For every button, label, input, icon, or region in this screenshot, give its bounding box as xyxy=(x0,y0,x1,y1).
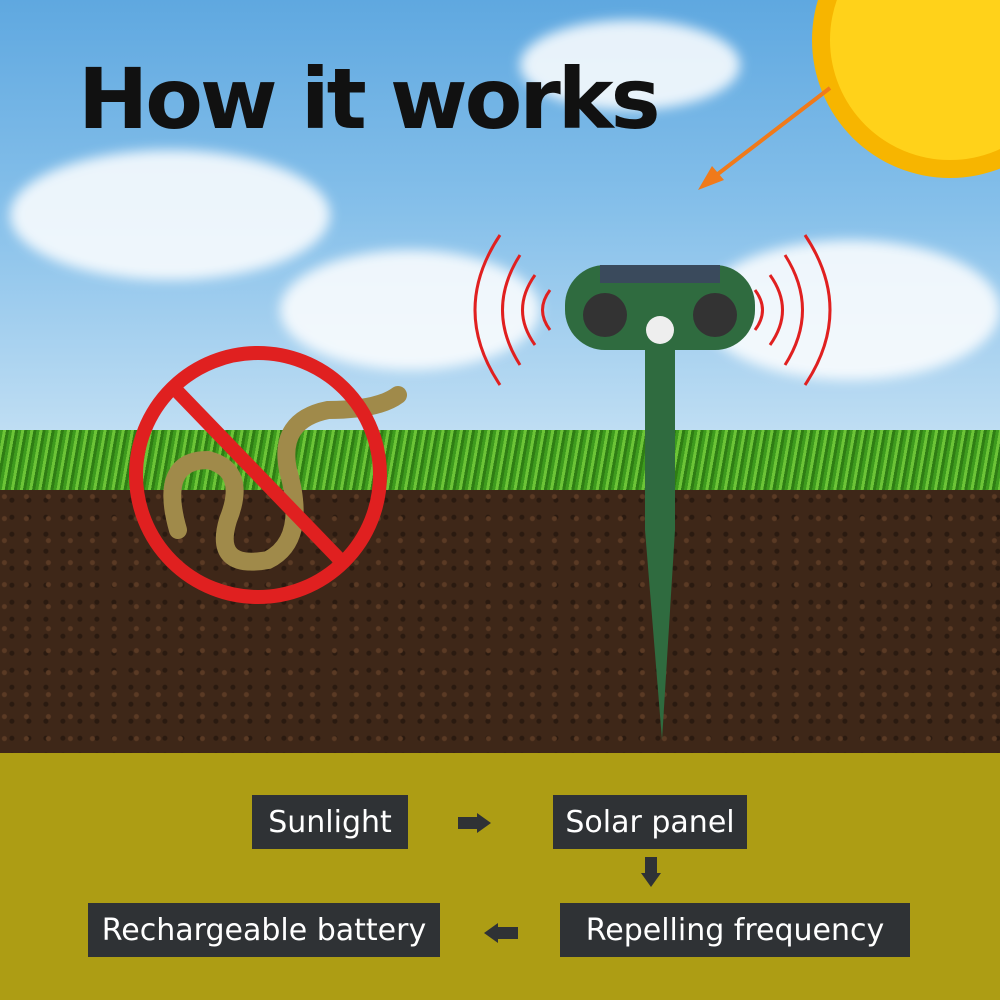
flow-step-solar-panel: Solar panel xyxy=(553,795,747,849)
cloud xyxy=(520,20,740,110)
flow-step-sunlight: Sunlight xyxy=(252,795,408,849)
no-snake-icon xyxy=(129,346,407,604)
cloud xyxy=(10,150,330,280)
soil xyxy=(0,490,1000,753)
flow-step-repelling-frequency: Repelling frequency xyxy=(560,903,910,957)
cloud xyxy=(280,250,540,370)
arrow-down-icon xyxy=(641,873,661,887)
arrow-left-icon xyxy=(498,927,518,939)
arrow-down-icon xyxy=(645,857,657,873)
flow-step-rechargeable-battery: Rechargeable battery xyxy=(88,903,440,957)
page-title: How it works xyxy=(78,50,661,148)
sun-ray-arrow-icon xyxy=(698,86,832,190)
arrow-left-icon xyxy=(484,923,498,943)
repeller-device xyxy=(473,234,832,740)
arrow-right-icon xyxy=(458,817,478,829)
sound-wave-icon xyxy=(473,234,832,386)
flow-panel: Sunlight Solar panel Repelling frequency… xyxy=(0,753,1000,1000)
arrow-right-icon xyxy=(477,813,491,833)
